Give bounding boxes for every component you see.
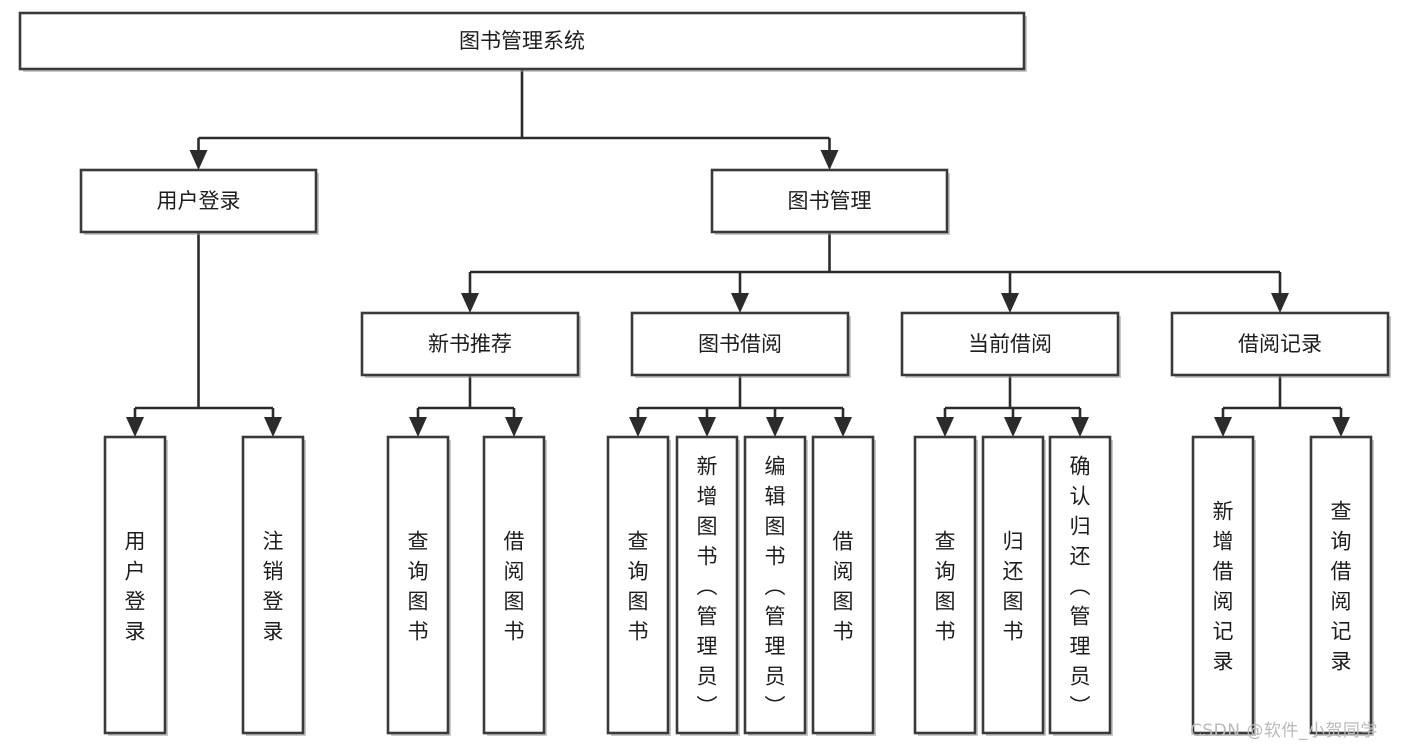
node-level3-4[interactable]: 借阅记录 [1170, 311, 1391, 378]
node-leaf-11[interactable]: 确认归还︵管理员︶ [1048, 435, 1113, 736]
node-boxes: 图书管理系统用户登录图书管理新书推荐图书借阅当前借阅借阅记录用户登录注销登录查询… [18, 11, 1391, 736]
node-label: 确认归还︵管理员︶ [1070, 454, 1091, 718]
node-leaf-1[interactable]: 用户登录 [103, 435, 168, 736]
node-leaf-4[interactable]: 借阅图书 [482, 435, 547, 736]
connector-lines [126, 69, 1350, 437]
node-label: 当前借阅 [968, 332, 1052, 356]
node-label: 借阅图书 [833, 529, 854, 643]
node-leaf-10[interactable]: 归还图书 [981, 435, 1046, 736]
node-leaf-6[interactable]: 新增图书︵管理员︶ [675, 435, 740, 736]
node-label: 用户登录 [157, 189, 241, 213]
node-label: 查询图书 [628, 529, 649, 643]
node-label: 借阅图书 [504, 529, 525, 643]
node-label: 注销登录 [263, 529, 284, 643]
node-level3-2[interactable]: 图书借阅 [630, 311, 851, 378]
node-leaf-9[interactable]: 查询图书 [913, 435, 978, 736]
node-label: 查询借阅记录 [1331, 499, 1352, 673]
node-level2-1[interactable]: 用户登录 [79, 168, 319, 235]
node-label: 用户登录 [125, 529, 146, 643]
node-leaf-3[interactable]: 查询图书 [386, 435, 451, 736]
node-label: 新书推荐 [428, 332, 512, 356]
node-label: 归还图书 [1003, 529, 1024, 643]
node-label: 编辑图书︵管理员︶ [765, 454, 786, 718]
node-leaf-12[interactable]: 新增借阅记录 [1191, 435, 1256, 736]
node-leaf-5[interactable]: 查询图书 [606, 435, 671, 736]
node-label: 借阅记录 [1238, 332, 1322, 356]
node-leaf-2[interactable]: 注销登录 [241, 435, 306, 736]
node-label: 查询图书 [935, 529, 956, 643]
node-label: 查询图书 [408, 529, 429, 643]
node-leaf-8[interactable]: 借阅图书 [811, 435, 876, 736]
node-label: 新增图书︵管理员︶ [697, 454, 718, 718]
node-level2-2[interactable]: 图书管理 [710, 168, 950, 235]
node-level3-1[interactable]: 新书推荐 [360, 311, 581, 378]
node-label: 图书管理系统 [459, 29, 585, 53]
node-label: 图书管理 [788, 189, 872, 213]
node-leaf-7[interactable]: 编辑图书︵管理员︶ [743, 435, 808, 736]
node-root-system[interactable]: 图书管理系统 [18, 11, 1027, 72]
node-leaf-13[interactable]: 查询借阅记录 [1309, 435, 1374, 736]
node-level3-3[interactable]: 当前借阅 [900, 311, 1121, 378]
node-label: 图书借阅 [698, 332, 782, 356]
node-label: 新增借阅记录 [1213, 499, 1234, 673]
